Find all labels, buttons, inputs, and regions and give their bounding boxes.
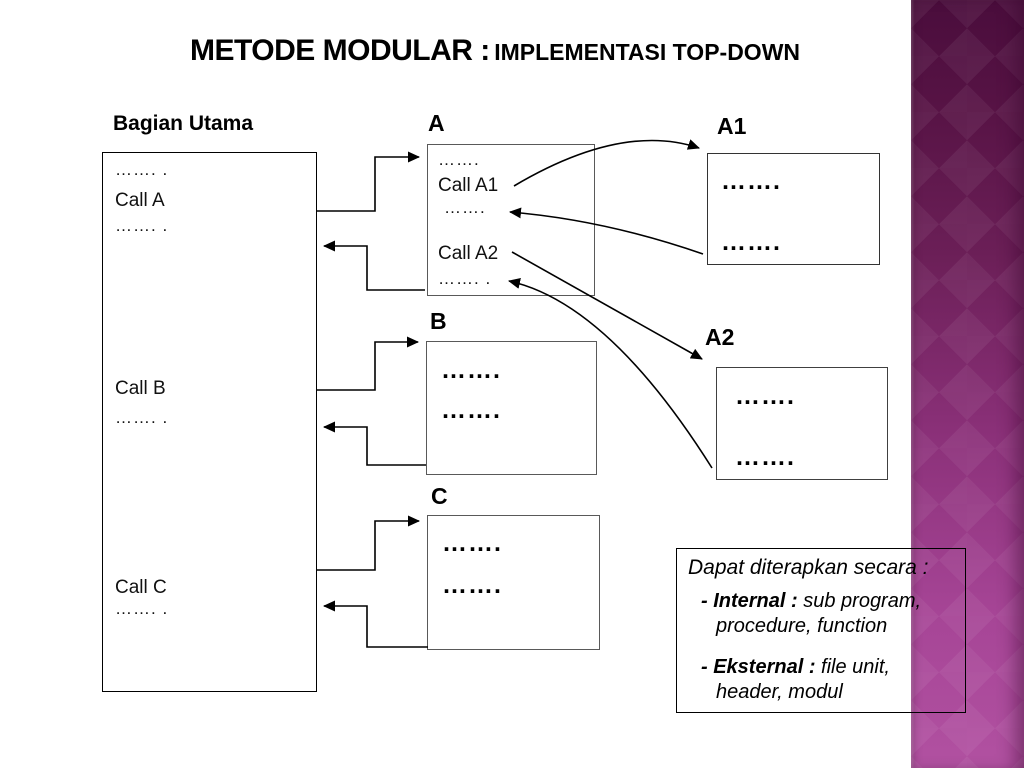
call-a-statement: Call A bbox=[115, 190, 165, 211]
module-a-box: ……. Call A1 ……. Call A2 ……. . bbox=[427, 144, 595, 296]
box-b-label: B bbox=[430, 308, 447, 334]
call-b-statement: Call B bbox=[115, 378, 166, 399]
box-a-label: A bbox=[428, 110, 445, 136]
arrow-a-to-main bbox=[323, 240, 425, 291]
module-a-dots-top: ……. bbox=[438, 150, 480, 169]
module-b-dots-2: ……. bbox=[441, 396, 501, 424]
arrow-b-to-main bbox=[323, 421, 426, 466]
module-a2-dots-1: ……. bbox=[735, 382, 795, 410]
note-box: Dapat diterapkan secara : - Internal : s… bbox=[676, 548, 966, 713]
note-eksternal-desc1: file unit, bbox=[815, 656, 890, 678]
note-item-eksternal: - Eksternal : file unit, header, modul bbox=[701, 655, 981, 705]
note-internal-desc1: sub program, bbox=[797, 590, 922, 612]
main-dots-b: ……. . bbox=[115, 408, 169, 427]
module-a1-dots-2: ……. bbox=[721, 228, 781, 256]
module-c-dots-2: ……. bbox=[442, 571, 502, 599]
note-heading: Dapat diterapkan secara : bbox=[688, 556, 929, 579]
decorative-sidebar bbox=[911, 0, 1024, 768]
main-dots-top: ……. . bbox=[115, 160, 169, 179]
slide-title-sub: IMPLEMENTASI TOP-DOWN bbox=[494, 39, 801, 65]
arrow-main-to-a bbox=[317, 151, 420, 212]
note-eksternal-desc2: header, modul bbox=[716, 681, 843, 703]
box-a1-label: A1 bbox=[717, 113, 747, 139]
module-b-box: ……. ……. bbox=[426, 341, 597, 475]
module-a1-dots-1: ……. bbox=[721, 167, 781, 195]
module-c-box: ……. ……. bbox=[427, 515, 600, 650]
box-c-label: C bbox=[431, 483, 448, 509]
main-dots-c: ……. . bbox=[115, 599, 169, 618]
arrow-main-to-b bbox=[317, 336, 419, 391]
main-dots-a: ……. . bbox=[115, 216, 169, 235]
note-eksternal-term: - Eksternal : bbox=[701, 656, 816, 678]
module-a2-dots-2: ……. bbox=[735, 443, 795, 471]
call-a1-statement: Call A1 bbox=[438, 175, 499, 196]
call-a2-statement: Call A2 bbox=[438, 243, 499, 264]
note-internal-term: - Internal : bbox=[701, 590, 798, 612]
slide-title-main: METODE MODULAR : bbox=[189, 34, 490, 67]
note-item-internal: - Internal : sub program, procedure, func… bbox=[701, 589, 981, 639]
main-program-box: ……. . Call A ……. . Call B ……. . Call C …… bbox=[102, 152, 317, 692]
arrow-main-to-c bbox=[317, 515, 420, 571]
module-a-dots-mid: ……. bbox=[444, 198, 486, 217]
module-c-dots-1: ……. bbox=[442, 529, 502, 557]
arrow-c-to-main bbox=[323, 600, 428, 648]
module-b-dots-1: ……. bbox=[441, 356, 501, 384]
box-a2-label: A2 bbox=[705, 324, 735, 350]
main-box-label: Bagian Utama bbox=[113, 112, 254, 135]
module-a-dots-bottom: ……. . bbox=[438, 269, 492, 288]
slide-title: METODE MODULAR : IMPLEMENTASI TOP-DOWN bbox=[0, 34, 990, 68]
call-c-statement: Call C bbox=[115, 577, 167, 598]
note-internal-desc2: procedure, function bbox=[716, 615, 888, 637]
module-a1-box: ……. ……. bbox=[707, 153, 880, 265]
module-a2-box: ……. ……. bbox=[716, 367, 888, 480]
